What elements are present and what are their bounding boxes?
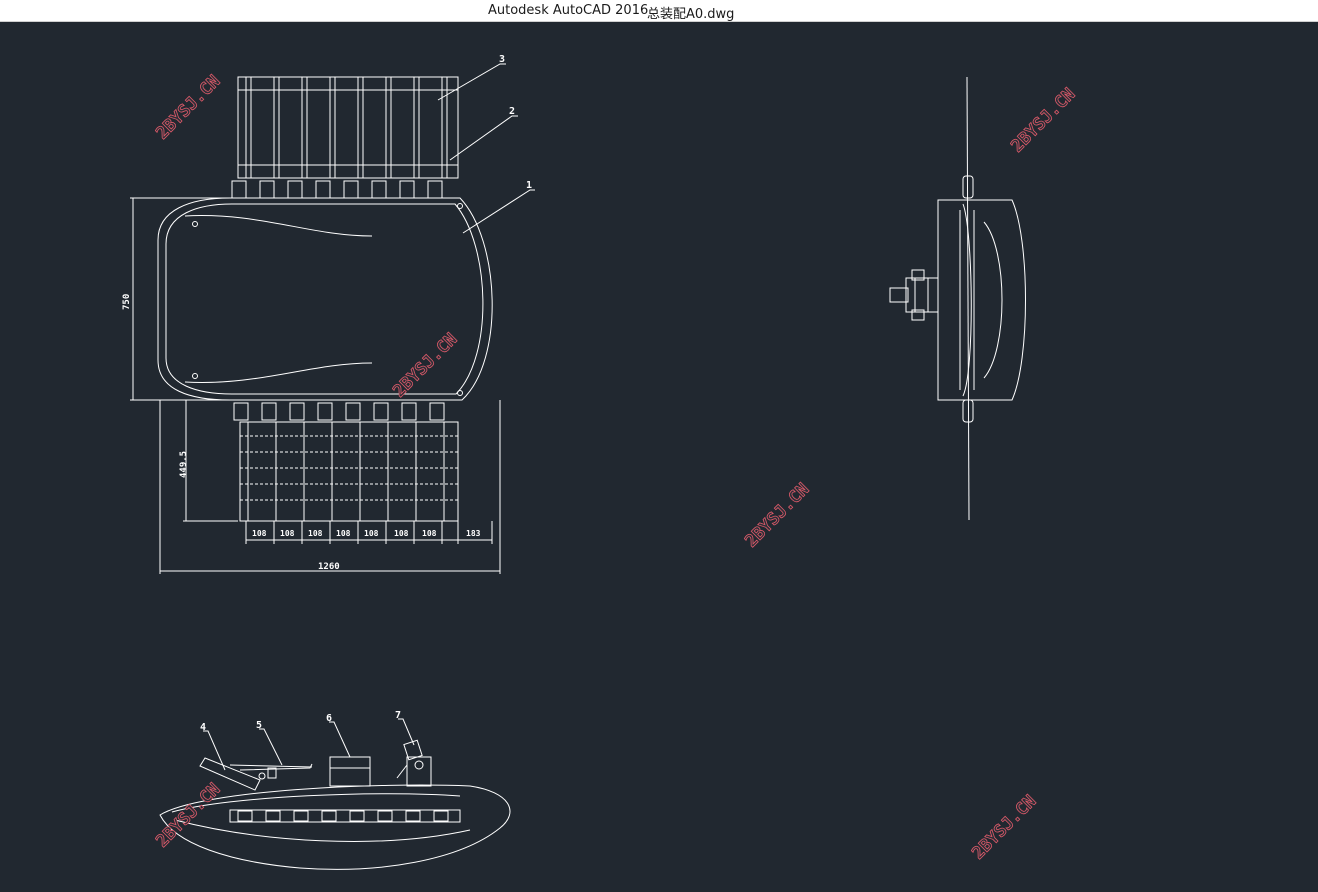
lower-mounts xyxy=(233,402,445,421)
leaders xyxy=(437,63,535,234)
hull-outline xyxy=(157,197,493,401)
dim-height: 750 xyxy=(122,294,132,310)
drawing-svg: 1 2 3 4 5 6 7 750 449.5 1260 108 108 108… xyxy=(122,54,1080,870)
balloon-7: 7 xyxy=(395,710,401,721)
upper-cells xyxy=(238,77,458,178)
balloon-4: 4 xyxy=(200,722,206,733)
dim-pitch-6: 108 xyxy=(394,529,409,538)
hull-curve-top xyxy=(184,215,373,237)
front-view xyxy=(159,718,511,870)
file-name: 总装配A0.dwg xyxy=(647,7,735,22)
hull-curve-bottom xyxy=(184,362,373,383)
dim-pitch-5: 108 xyxy=(364,529,379,538)
bolt xyxy=(192,373,198,379)
balloon-6: 6 xyxy=(326,713,332,724)
balloon-5: 5 xyxy=(256,720,262,731)
bolt xyxy=(457,203,463,209)
lower-cell-stack xyxy=(239,421,459,522)
drawing-canvas[interactable]: 1 2 3 4 5 6 7 750 449.5 1260 108 108 108… xyxy=(0,22,1318,887)
watermark: 2BYSJ.CN xyxy=(389,329,461,401)
balloon-3: 3 xyxy=(499,54,505,65)
top-view xyxy=(130,63,535,574)
side-view xyxy=(889,76,1026,521)
watermark: 2BYSJ.CN xyxy=(1007,84,1079,156)
upper-mounts xyxy=(230,180,460,199)
dim-pitch-4: 108 xyxy=(336,529,351,538)
dim-pitch-2: 108 xyxy=(280,529,295,538)
watermark: 2BYSJ.CN xyxy=(741,479,813,551)
hull-inner xyxy=(165,203,484,395)
bolt xyxy=(192,221,198,227)
front-cells xyxy=(237,810,449,822)
dim-pitch-3: 108 xyxy=(308,529,323,538)
title-bar: Autodesk AutoCAD 2016 总装配A0.dwg xyxy=(0,0,1318,22)
lower-cell-dividers xyxy=(247,422,445,521)
upper-cell-stack xyxy=(237,76,459,179)
balloon-2: 2 xyxy=(509,106,515,117)
app-title: Autodesk AutoCAD 2016 xyxy=(488,3,649,18)
dim-pitch-1: 108 xyxy=(252,529,267,538)
watermark: 2BYSJ.CN xyxy=(968,791,1040,863)
bolt xyxy=(457,390,463,396)
dim-pitch-7: 108 xyxy=(422,529,437,538)
lower-cells xyxy=(240,435,458,501)
dimension-lines xyxy=(130,197,501,574)
balloon-1: 1 xyxy=(526,180,532,191)
dim-end: 183 xyxy=(466,529,481,538)
dim-total-width: 1260 xyxy=(318,562,340,572)
watermark: 2BYSJ.CN xyxy=(152,71,224,143)
dim-stack-depth: 449.5 xyxy=(179,451,189,478)
